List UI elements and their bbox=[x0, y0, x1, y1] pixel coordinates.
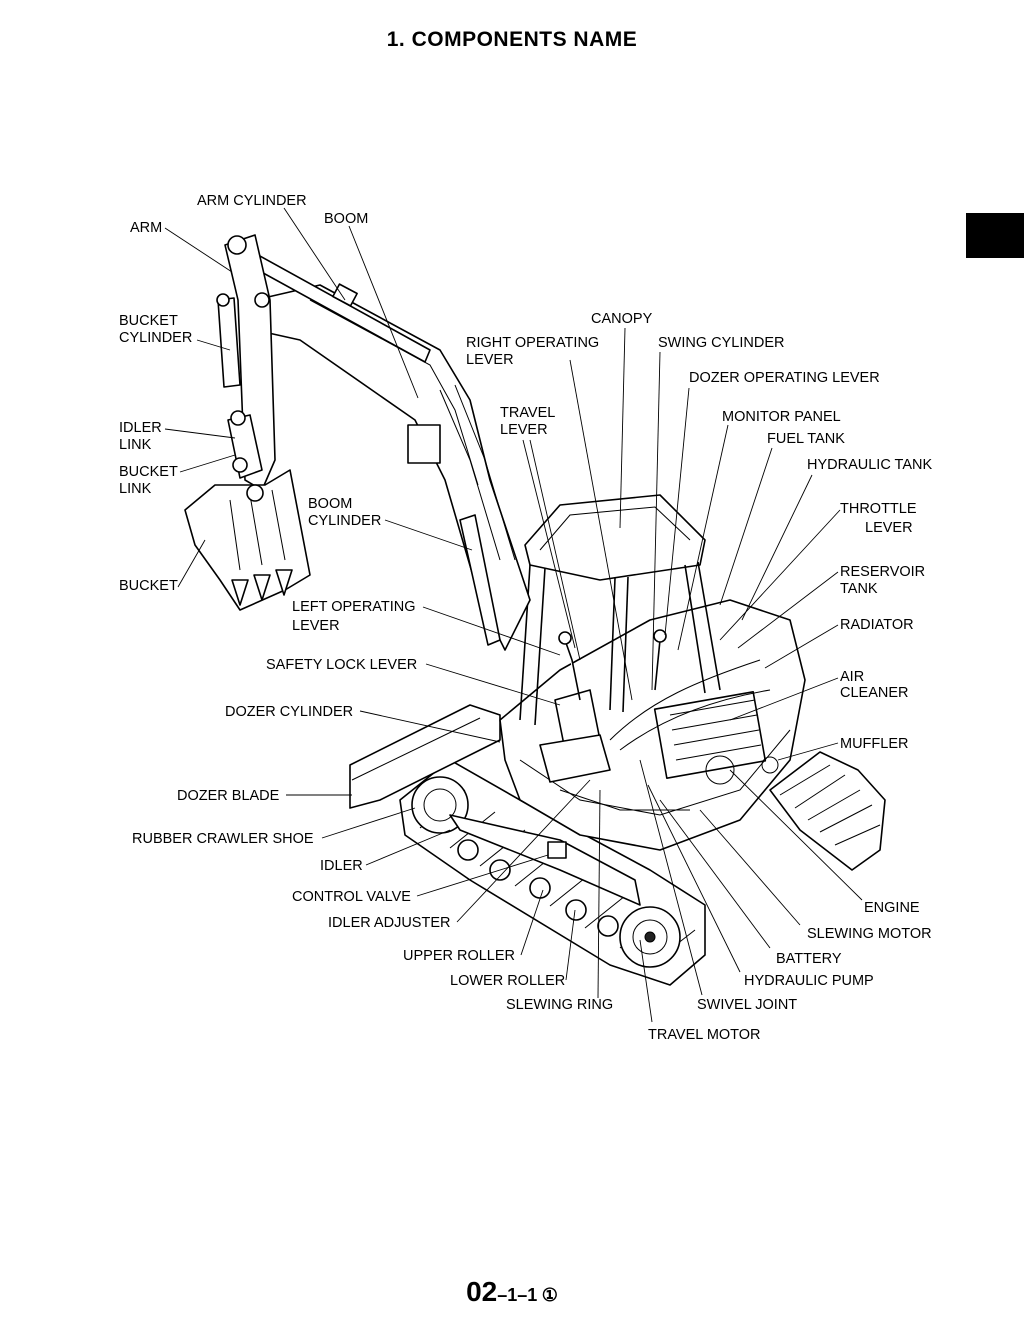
label-swivel-joint: SWIVEL JOINT bbox=[697, 997, 797, 1013]
label-bucket-cylinder-2: CYLINDER bbox=[119, 330, 192, 346]
page-number-main: 02 bbox=[466, 1276, 498, 1307]
label-boom-cylinder-1: BOOM bbox=[308, 496, 352, 512]
label-idler-adjuster: IDLER ADJUSTER bbox=[328, 915, 450, 931]
label-dozer-operating-lever: DOZER OPERATING LEVER bbox=[689, 370, 880, 386]
label-throttle-lever-2: LEVER bbox=[865, 520, 913, 536]
label-boom-cylinder-2: CYLINDER bbox=[308, 513, 381, 529]
label-arm-cylinder: ARM CYLINDER bbox=[197, 193, 307, 209]
label-radiator: RADIATOR bbox=[840, 617, 914, 633]
leader-lines bbox=[164, 207, 863, 1023]
label-upper-roller: UPPER ROLLER bbox=[403, 948, 515, 964]
label-bucket-cylinder-1: BUCKET bbox=[119, 313, 178, 329]
label-air-cleaner-1: AIR bbox=[840, 669, 864, 685]
label-slewing-ring: SLEWING RING bbox=[506, 997, 613, 1013]
label-travel-lever-1: TRAVEL bbox=[500, 405, 555, 421]
label-lower-roller: LOWER ROLLER bbox=[450, 973, 565, 989]
label-idler-link-2: LINK bbox=[119, 437, 152, 453]
label-muffler: MUFFLER bbox=[840, 736, 908, 752]
label-air-cleaner-2: CLEANER bbox=[840, 685, 909, 701]
label-bucket: BUCKET bbox=[119, 578, 178, 594]
label-hydraulic-pump: HYDRAULIC PUMP bbox=[744, 973, 874, 989]
label-dozer-blade: DOZER BLADE bbox=[177, 788, 280, 804]
label-swing-cylinder: SWING CYLINDER bbox=[658, 335, 785, 351]
label-arm: ARM bbox=[130, 220, 162, 236]
page-title: 1. COMPONENTS NAME bbox=[386, 28, 638, 51]
label-left-operating-lever-1: LEFT OPERATING bbox=[292, 599, 416, 615]
component-labels: ARM CYLINDER BOOM ARM BUCKET CYLINDER ID… bbox=[119, 193, 932, 1043]
label-monitor-panel: MONITOR PANEL bbox=[722, 409, 841, 425]
label-idler-link-1: IDLER bbox=[119, 420, 162, 436]
label-boom: BOOM bbox=[324, 211, 368, 227]
label-fuel-tank: FUEL TANK bbox=[767, 431, 845, 447]
excavator-illustration bbox=[184, 234, 886, 986]
label-travel-motor: TRAVEL MOTOR bbox=[648, 1027, 761, 1043]
page-number-sub: –1–1 bbox=[497, 1285, 538, 1305]
label-reservoir-tank-1: RESERVOIR bbox=[840, 564, 925, 580]
label-idler: IDLER bbox=[320, 858, 363, 874]
label-right-operating-lever-1: RIGHT OPERATING bbox=[466, 335, 599, 351]
label-control-valve: CONTROL VALVE bbox=[292, 889, 411, 905]
label-left-operating-lever-2: LEVER bbox=[292, 618, 340, 634]
label-right-operating-lever-2: LEVER bbox=[466, 352, 514, 368]
label-bucket-link-1: BUCKET bbox=[119, 464, 178, 480]
label-battery: BATTERY bbox=[776, 951, 842, 967]
label-bucket-link-2: LINK bbox=[119, 481, 152, 497]
page-number-revision: ① bbox=[541, 1285, 558, 1305]
label-canopy: CANOPY bbox=[591, 311, 653, 327]
label-throttle-lever-1: THROTTLE bbox=[840, 501, 917, 517]
label-slewing-motor: SLEWING MOTOR bbox=[807, 926, 932, 942]
label-reservoir-tank-2: TANK bbox=[840, 581, 878, 597]
label-engine: ENGINE bbox=[864, 900, 920, 916]
section-tab-marker bbox=[966, 213, 1024, 258]
label-safety-lock-lever: SAFETY LOCK LEVER bbox=[266, 657, 417, 673]
page-number: 02–1–1 ① bbox=[0, 1276, 1024, 1308]
label-travel-lever-2: LEVER bbox=[500, 422, 548, 438]
label-dozer-cylinder: DOZER CYLINDER bbox=[225, 704, 353, 720]
label-rubber-crawler-shoe: RUBBER CRAWLER SHOE bbox=[132, 831, 314, 847]
label-hydraulic-tank: HYDRAULIC TANK bbox=[807, 457, 932, 473]
